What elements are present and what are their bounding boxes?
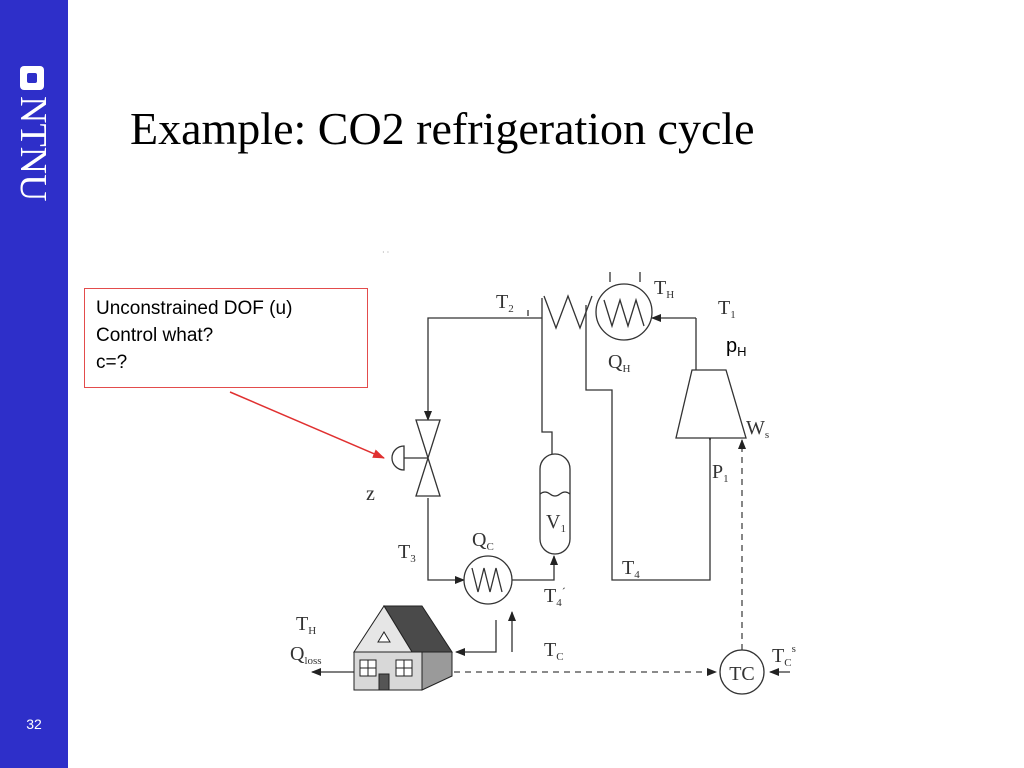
- slide-title: Example: CO2 refrigeration cycle: [130, 103, 755, 154]
- callout-line-3: c=?: [96, 352, 128, 373]
- label-th-left: TH: [296, 613, 316, 637]
- sidebar: NTNU 32: [0, 0, 68, 768]
- label-ph: pH: [726, 335, 747, 359]
- callout-line-2: Control what?: [96, 325, 214, 346]
- signal-lines: [432, 439, 746, 676]
- callout-arrow: [229, 391, 385, 459]
- pipe-t2: [424, 317, 542, 421]
- expansion-valve: [391, 419, 441, 497]
- house-icon: [353, 605, 453, 691]
- gas-cooler-stubs: [609, 272, 641, 282]
- receiver-tank: [539, 453, 571, 555]
- label-tc: TC: [544, 639, 564, 663]
- slide-number: 32: [26, 716, 42, 732]
- label-t4-prime: T4´: [544, 585, 566, 609]
- evaporator: [463, 555, 513, 605]
- compressor: [675, 369, 747, 439]
- label-tc-setpoint: TCs: [772, 643, 796, 669]
- temperature-controller: TC: [719, 649, 765, 695]
- label-v1: V1: [546, 511, 566, 535]
- pipe-tc-return: [455, 620, 497, 656]
- pipe-t4prime: [512, 555, 558, 581]
- label-qc: QC: [472, 529, 494, 553]
- label-t1: T1: [718, 297, 736, 321]
- label-z: z: [366, 483, 375, 505]
- label-th-top: TH: [654, 277, 674, 301]
- label-ws: Ws: [746, 417, 769, 441]
- pipe-t4: [585, 305, 711, 581]
- logo-text: NTNU: [12, 96, 53, 202]
- tc-label: TC: [729, 663, 755, 685]
- diagram-labels: T2 TH T1 QH Ws P1 z V1 T3 QC T4 T4´ TH Q…: [290, 277, 796, 669]
- ntnu-wordmark: NTNU: [12, 96, 53, 202]
- internal-heat-exchanger: [543, 294, 593, 330]
- callout-box: Unconstrained DOF (u) Control what? c=?: [84, 288, 368, 388]
- label-p1: P1: [712, 461, 729, 485]
- pipe-ihx-to-tank: [541, 298, 553, 454]
- label-qloss: Qloss: [290, 643, 322, 667]
- svg-text:· ·: · ·: [382, 248, 389, 257]
- gas-cooler: [595, 283, 653, 341]
- label-qh: QH: [608, 351, 630, 375]
- label-t4: T4: [622, 557, 640, 581]
- label-t3: T3: [398, 541, 416, 565]
- ntnu-logo-icon: [20, 66, 44, 90]
- callout-line-1: Unconstrained DOF (u): [96, 298, 293, 319]
- label-t2: T2: [496, 291, 514, 315]
- pipe-t3: [427, 498, 465, 584]
